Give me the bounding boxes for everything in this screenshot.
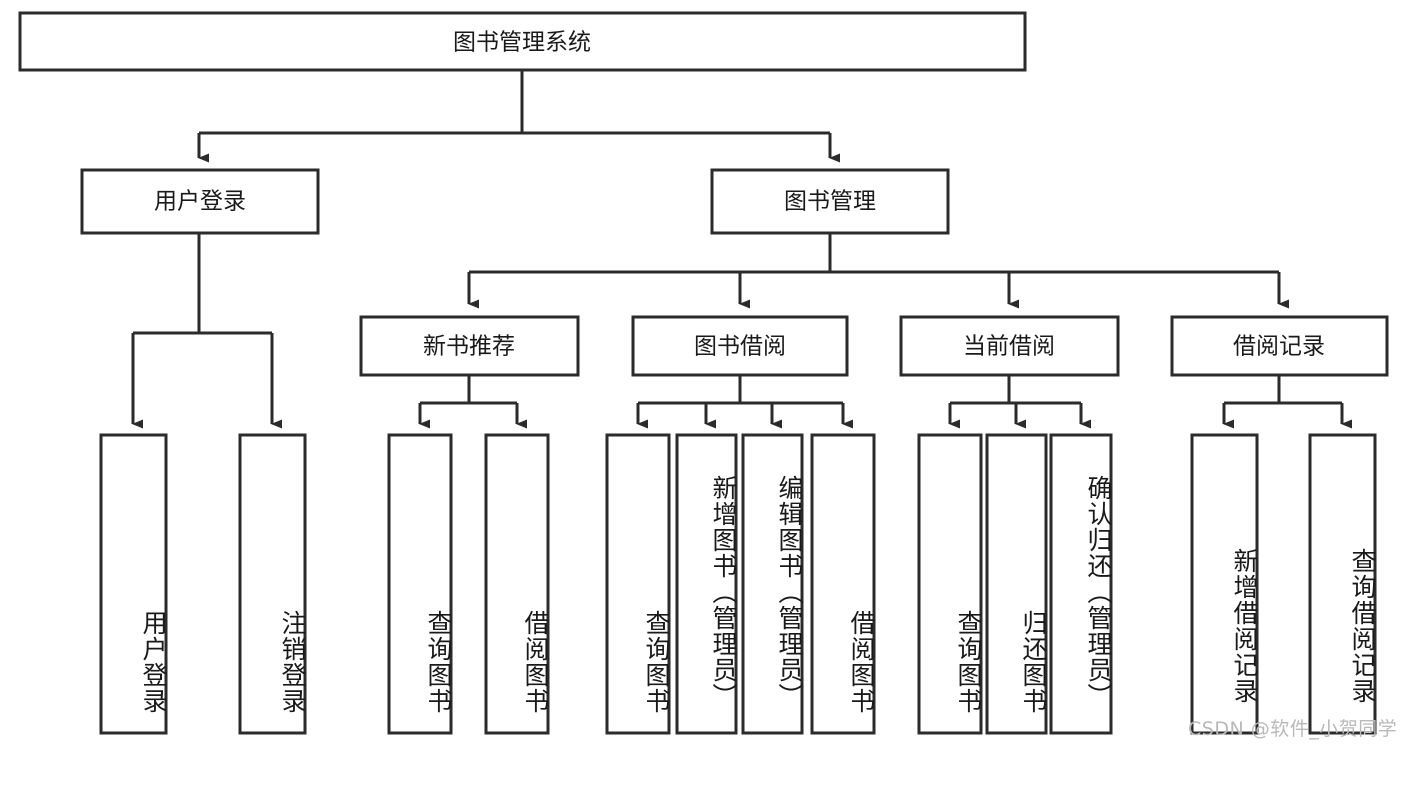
node-leaf-query-book-1-box[interactable]: [387, 433, 453, 735]
node-root[interactable]: 图书管理系统: [18, 11, 1027, 72]
node-user-login-label: 用户登录: [154, 189, 246, 215]
node-borrow-record-label: 借阅记录: [1233, 334, 1325, 360]
node-new-book-rec[interactable]: 新书推荐: [359, 315, 580, 377]
node-user-login-box[interactable]: [80, 168, 320, 235]
node-leaf-query-book-2-box[interactable]: [605, 433, 671, 735]
flowchart-svg: 图书管理系统 用户登录 图书管理 新书推荐 图书借阅 当前借阅 借阅记录: [18, 11, 1389, 735]
node-book-manage-box[interactable]: [710, 168, 950, 235]
node-leaf-return-book-box[interactable]: [985, 433, 1048, 735]
connector-newbookrec-to-leaves: [418, 375, 527, 429]
node-book-manage[interactable]: 图书管理: [710, 168, 950, 235]
node-leaf-edit-book-box[interactable]: [741, 433, 804, 735]
node-book-borrow-box[interactable]: [631, 315, 849, 377]
node-new-book-rec-label: 新书推荐: [423, 334, 515, 360]
connector-currentborrow-to-leaves: [948, 375, 1091, 429]
node-leaf-logout-login-box[interactable]: [238, 433, 307, 735]
node-current-borrow[interactable]: 当前借阅: [899, 315, 1120, 377]
diagram-canvas: 图书管理系统 用户登录 图书管理 新书推荐 图书借阅 当前借阅 借阅记录: [18, 11, 1398, 740]
node-current-borrow-label: 当前借阅: [963, 334, 1055, 360]
node-borrow-record[interactable]: 借阅记录: [1170, 315, 1389, 377]
node-root-box[interactable]: [18, 11, 1027, 72]
connector-borrowrecord-to-leaves: [1222, 375, 1352, 429]
connector-userlogin-to-leaves: [131, 233, 282, 429]
node-root-label: 图书管理系统: [453, 30, 591, 56]
node-borrow-record-box[interactable]: [1170, 315, 1389, 377]
node-book-manage-label: 图书管理: [784, 189, 876, 215]
node-book-borrow-label: 图书借阅: [694, 334, 786, 360]
node-leaf-borrow-book-2-box[interactable]: [810, 433, 876, 735]
node-leaf-borrow-book-1-box[interactable]: [484, 433, 550, 735]
node-leaf-query-record-box[interactable]: [1308, 433, 1377, 735]
node-current-borrow-box[interactable]: [899, 315, 1120, 377]
connector-bookborrow-to-leaves: [636, 375, 853, 429]
node-leaf-confirm-return-box[interactable]: [1049, 433, 1113, 735]
node-leaf-add-record-box[interactable]: [1190, 433, 1259, 735]
connector-bookmanage-to-level3: [467, 233, 1289, 309]
node-leaf-query-book-3-box[interactable]: [917, 433, 983, 735]
csdn-watermark: CSDN @软件_小贺同学: [1188, 718, 1398, 740]
node-leaf-user-login-box[interactable]: [99, 433, 168, 735]
connector-root-to-level2: [197, 70, 840, 163]
node-new-book-rec-box[interactable]: [359, 315, 580, 377]
node-leaf-add-book-box[interactable]: [675, 433, 738, 735]
node-user-login[interactable]: 用户登录: [80, 168, 320, 235]
node-book-borrow[interactable]: 图书借阅: [631, 315, 849, 377]
